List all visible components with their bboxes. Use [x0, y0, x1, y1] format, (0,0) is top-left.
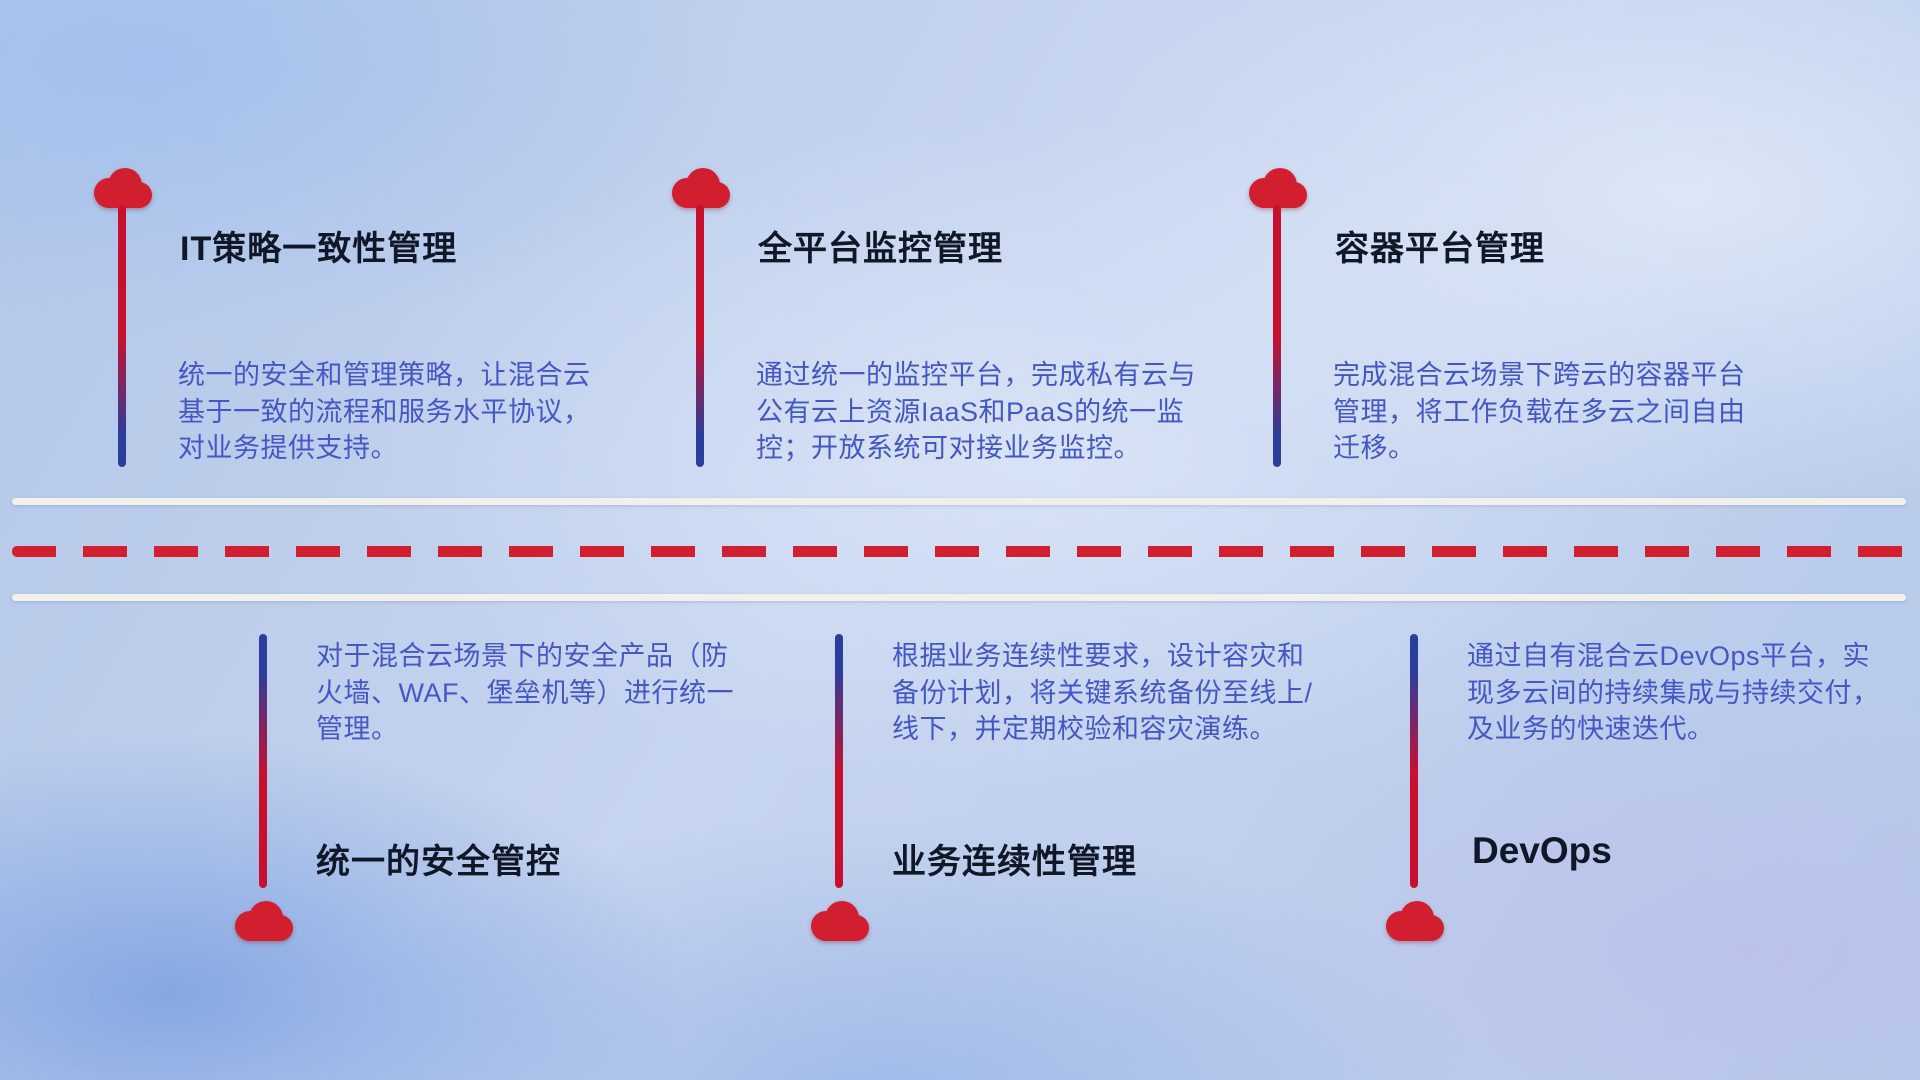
- feature-description: 根据业务连续性要求，设计容灾和备份计划，将关键系统备份至线上/线下，并定期校验和…: [892, 641, 1313, 745]
- cloud-icon: [665, 165, 735, 213]
- timeline-stem: [696, 205, 704, 467]
- feature-description: 完成混合云场景下跨云的容器平台管理，将工作负载在多云之间自由迁移。: [1333, 360, 1746, 464]
- timeline-stem: [1273, 205, 1281, 467]
- timeline-stem: [259, 634, 267, 888]
- timeline-dashed-line: [12, 546, 1906, 557]
- cloud-icon: [1379, 898, 1449, 946]
- feature-title: 业务连续性管理: [892, 843, 1137, 881]
- cloud-icon: [1242, 165, 1312, 213]
- feature-description: 通过统一的监控平台，完成私有云与公有云上资源IaaS和PaaS的统一监控；开放系…: [756, 360, 1196, 464]
- cloud-icon: [228, 898, 298, 946]
- feature-title: 容器平台管理: [1335, 230, 1545, 268]
- feature-description: 统一的安全和管理策略，让混合云基于一致的流程和服务水平协议，对业务提供支持。: [178, 360, 591, 464]
- cloud-icon: [804, 898, 874, 946]
- feature-title: 统一的安全管控: [316, 843, 561, 881]
- timeline-stem: [1410, 634, 1418, 888]
- timeline-stem: [118, 205, 126, 467]
- timeline-track-top: [12, 498, 1906, 505]
- timeline-stem: [835, 634, 843, 888]
- timeline-track-bottom: [12, 594, 1906, 601]
- feature-title: IT策略一致性管理: [180, 230, 458, 268]
- feature-title: 全平台监控管理: [758, 230, 1003, 268]
- cloud-icon: [87, 165, 157, 213]
- feature-description: 对于混合云场景下的安全产品（防火墙、WAF、堡垒机等）进行统一管理。: [316, 641, 734, 745]
- feature-description: 通过自有混合云DevOps平台，实现多云间的持续集成与持续交付，及业务的快速迭代…: [1467, 641, 1880, 745]
- feature-title: DevOps: [1472, 830, 1612, 871]
